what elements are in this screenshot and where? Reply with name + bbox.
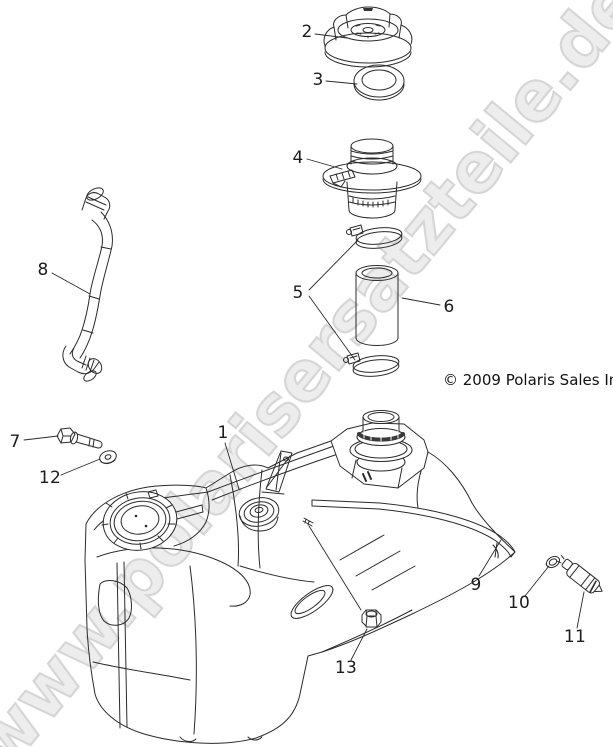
callout-11: 11 bbox=[563, 627, 587, 647]
leader-lines bbox=[23, 33, 585, 661]
callout-9: 9 bbox=[470, 575, 482, 595]
callout-1: 1 bbox=[217, 423, 229, 443]
bolt-drawing bbox=[56, 427, 103, 449]
filler-neck-drawing bbox=[322, 138, 422, 219]
vent-hose-drawing bbox=[62, 187, 113, 382]
fuel-tank-drawing bbox=[84, 410, 516, 744]
callout-10: 10 bbox=[507, 593, 531, 613]
callout-5: 5 bbox=[292, 283, 304, 303]
valve-drawing bbox=[556, 555, 603, 594]
callout-6: 6 bbox=[443, 297, 455, 317]
callout-12: 12 bbox=[38, 468, 62, 488]
fuel-cap-drawing bbox=[323, 6, 413, 68]
copyright-text: © 2009 Polaris Sales Inc. bbox=[443, 371, 613, 389]
gasket-drawing bbox=[353, 64, 405, 101]
filler-hose-drawing bbox=[355, 265, 399, 346]
hose-clamp-lower-drawing bbox=[343, 352, 400, 377]
callout-8: 8 bbox=[37, 260, 49, 280]
line-clamp-drawing bbox=[545, 555, 561, 569]
callout-7: 7 bbox=[9, 432, 21, 452]
fuel-line-drawing bbox=[311, 499, 516, 558]
callout-4: 4 bbox=[292, 148, 304, 168]
callout-3: 3 bbox=[312, 70, 324, 90]
callout-2: 2 bbox=[301, 22, 313, 42]
nut-drawing bbox=[361, 609, 382, 628]
washer-drawing bbox=[99, 450, 117, 465]
callout-13: 13 bbox=[334, 658, 358, 678]
